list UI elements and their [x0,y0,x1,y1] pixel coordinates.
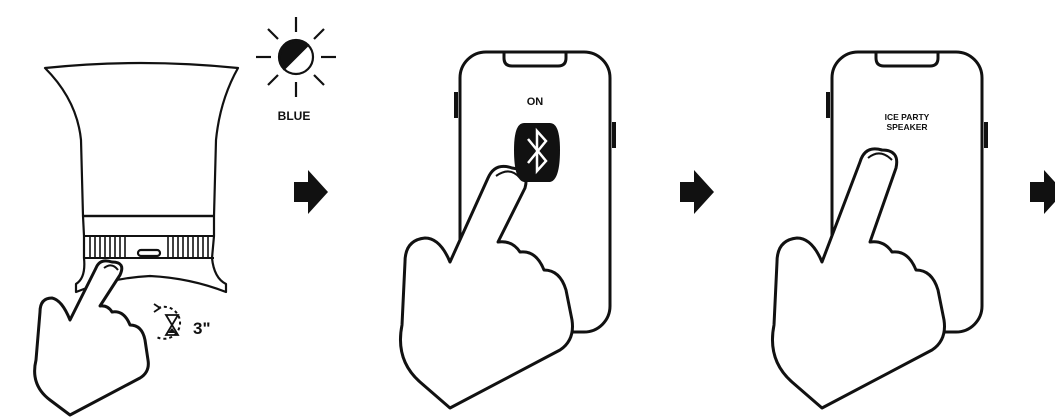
device-name-line-1: ICE PARTY [885,112,930,122]
power-button[interactable] [136,248,162,258]
bluetooth-icon[interactable] [514,123,560,182]
hold-duration-label: 3" [193,319,211,338]
step-3-phone [770,50,988,410]
speaker-lamp-icon [43,61,240,218]
speaker-base [74,214,228,294]
sun-icon [256,17,336,97]
arrow-right-icon [294,170,328,214]
hand-pointer-icon [33,259,150,417]
hand-pointer-icon [770,147,946,410]
step-2-phone [398,50,616,410]
timer-icon [153,303,181,340]
arrow-right-icon [1030,170,1055,214]
light-color-label: BLUE [278,109,311,123]
step-1-speaker [33,61,240,417]
device-name-line-2: SPEAKER [886,122,927,132]
hand-pointer-icon [398,164,574,410]
speaker-rib-ring [89,237,209,257]
arrow-right-icon [680,170,714,214]
phone-status-text: ON [527,96,544,108]
